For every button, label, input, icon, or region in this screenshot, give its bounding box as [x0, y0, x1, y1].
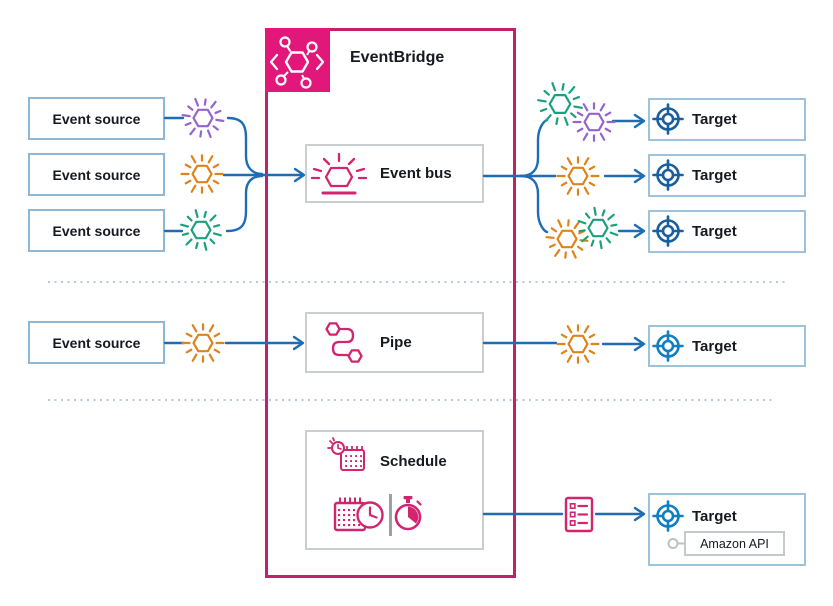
event-source-label: Event source — [52, 110, 141, 127]
target-label: Target — [692, 167, 737, 184]
event-source-box-2: Event source — [28, 153, 165, 196]
event-icon — [545, 219, 589, 259]
event-bus-box: Event bus — [305, 144, 484, 203]
arrowhead-icon — [633, 506, 646, 522]
arrowhead-icon — [633, 336, 646, 352]
arrowhead-icon — [292, 335, 305, 351]
arrowhead-icon — [633, 223, 646, 239]
event-icon — [577, 206, 619, 250]
amazon-api-box: Amazon API — [684, 531, 785, 556]
target-box-1: Target — [648, 98, 806, 141]
event-source-box-1: Event source — [28, 97, 165, 140]
target-label: Target — [692, 111, 737, 128]
amazon-api-label: Amazon API — [700, 536, 769, 551]
target-box-4: Target — [648, 325, 806, 367]
target-box-3: Target — [648, 210, 806, 253]
event-source-box-4: Event source — [28, 321, 165, 364]
pipe-box: Pipe — [305, 312, 484, 373]
arrowhead-icon — [293, 167, 306, 183]
event-source-label: Event source — [52, 222, 141, 239]
event-source-label: Event source — [52, 166, 141, 183]
event-icon — [556, 156, 600, 196]
event-icon — [556, 324, 600, 364]
event-source-box-3: Event source — [28, 209, 165, 252]
event-source-label: Event source — [52, 334, 141, 351]
event-icon — [181, 323, 225, 363]
eventbridge-icon — [265, 28, 330, 92]
arrowhead-icon — [633, 168, 646, 184]
event-icon — [180, 209, 222, 251]
pipe-label: Pipe — [380, 334, 412, 351]
target-label: Target — [692, 223, 737, 240]
event-icon — [180, 154, 224, 194]
event-icon — [537, 82, 583, 126]
target-label: Target — [692, 508, 737, 525]
arrowhead-icon — [633, 113, 646, 129]
schedule-box: Schedule — [305, 430, 484, 550]
target-box-2: Target — [648, 154, 806, 197]
target-label: Target — [692, 337, 737, 355]
event-icon — [181, 97, 225, 139]
event-detail-icon — [564, 496, 594, 533]
event-icon — [572, 102, 616, 142]
schedule-label: Schedule — [380, 453, 447, 470]
event-bus-label: Event bus — [380, 165, 452, 182]
eventbridge-title: EventBridge — [350, 49, 445, 66]
